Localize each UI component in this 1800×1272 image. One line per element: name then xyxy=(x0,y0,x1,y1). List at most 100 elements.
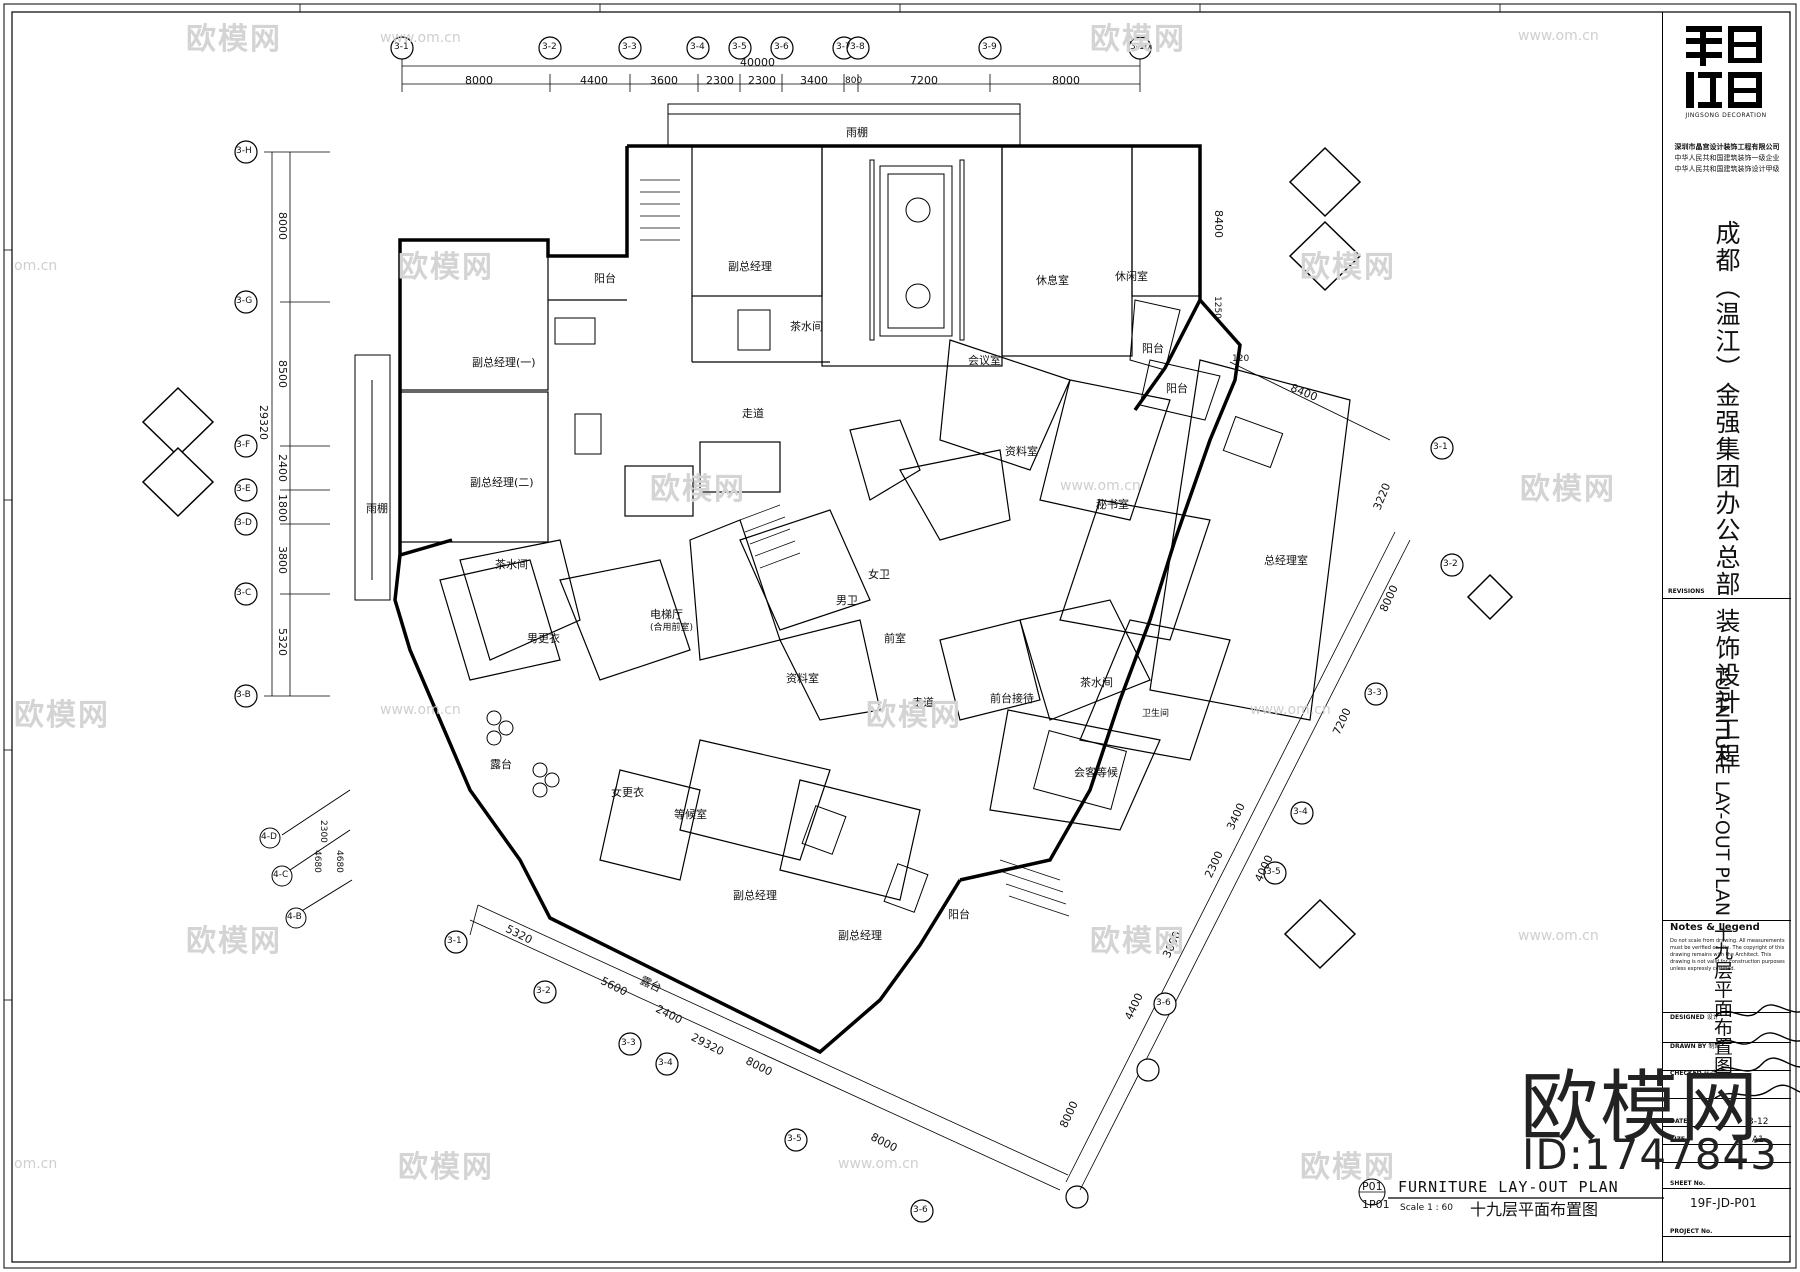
room-balcony-right-2: 阳台 xyxy=(1166,382,1188,395)
dim-left-total: 29320 xyxy=(257,405,270,440)
room-terrace-left: 露台 xyxy=(490,758,512,771)
grid-label-left-5: 3-D xyxy=(236,518,252,528)
room-balcony-bottom: 阳台 xyxy=(948,908,970,921)
lower-left-grid xyxy=(259,789,353,929)
grid-label-right-2: 3-2 xyxy=(1443,559,1458,569)
room-tea-right: 茶水间 xyxy=(1080,676,1113,689)
grid-label-top-3: 3-3 xyxy=(622,42,637,52)
sheet-number: 19F-JD-P01 xyxy=(1690,1196,1757,1210)
dim-top-5: 2300 xyxy=(748,74,776,87)
room-corridor-top: 走道 xyxy=(742,407,764,420)
watermark-url-3: om.cn xyxy=(14,258,58,274)
room-men-changing: 男更衣 xyxy=(527,632,560,645)
watermark-2: 欧模网 xyxy=(1090,22,1186,57)
room-vp-2: 副总经理(二) xyxy=(470,476,534,489)
company-line-1: 深圳市晶宫设计装饰工程有限公司 xyxy=(1674,143,1780,151)
grid-label-left-6: 3-C xyxy=(236,588,252,598)
stair-hatching xyxy=(640,179,1070,917)
room-vp-1: 副总经理(一) xyxy=(472,356,536,369)
drawing-title-cn: 十九层平面布置图 xyxy=(1711,922,1733,1075)
grid-label-top-4: 3-4 xyxy=(690,42,705,52)
dim-misc-2: 1250 xyxy=(1212,296,1222,319)
meeting-room-fixtures xyxy=(869,159,965,341)
overlay-watermark-brand: 欧模网 xyxy=(1520,1063,1761,1153)
grid-label-bottom-3: 3-3 xyxy=(621,1038,636,1048)
watermark-7: 欧模网 xyxy=(14,698,110,733)
plan-title-en: FURNITURE LAY-OUT PLAN xyxy=(1398,1178,1619,1196)
row-size: SIZE xyxy=(1670,1136,1686,1143)
dim-ll-1: 2300 xyxy=(318,820,328,843)
grid-label-bottom-6: 3-6 xyxy=(913,1205,928,1215)
room-tea-top: 茶水间 xyxy=(790,320,823,333)
row-project-no: PROJECT No. xyxy=(1670,1228,1713,1235)
dim-top-1: 8000 xyxy=(465,74,493,87)
section-markers xyxy=(141,146,1514,970)
grid-label-left-4: 3-E xyxy=(236,484,251,494)
watermark-6: 欧模网 xyxy=(1520,472,1616,507)
company-line-3: 中华人民共和国建筑装饰设计甲级 xyxy=(1674,165,1780,173)
watermark-8: 欧模网 xyxy=(866,698,962,733)
room-lounge: 休闲室 xyxy=(1115,270,1148,283)
row-date: DATE xyxy=(1670,1118,1688,1125)
room-canopy-top: 雨棚 xyxy=(846,126,868,139)
room-secretary: 秘书室 xyxy=(1096,498,1129,511)
grid-label-top-2: 3-2 xyxy=(542,42,557,52)
logo-subtitle: JINGSONG DECORATION xyxy=(1685,112,1767,119)
dim-misc-3: 120 xyxy=(1232,354,1250,364)
grid-label-top-5: 3-5 xyxy=(732,42,747,52)
room-guest-waiting: 会客等候 xyxy=(1074,766,1118,779)
dim-top-7: 800 xyxy=(845,76,863,86)
dim-misc-1: 8400 xyxy=(1212,210,1225,238)
grid-label-bottom-5: 3-5 xyxy=(787,1134,802,1144)
dim-ll-3: 4680 xyxy=(334,850,344,873)
room-vp-bottom-2: 副总经理 xyxy=(838,929,882,942)
grid-label-left-7: 3-B xyxy=(236,690,251,700)
company-line-2: 中华人民共和国建筑装饰一级企业 xyxy=(1674,154,1780,162)
row-drawn: DRAWN BY 制图 xyxy=(1670,1043,1721,1050)
watermark-url-1: www.om.cn xyxy=(380,30,461,46)
dim-top-8: 7200 xyxy=(910,74,938,87)
row-sheet-no: SHEET No. xyxy=(1670,1180,1706,1187)
watermark-13: 欧模网 xyxy=(1300,1150,1396,1185)
dim-left-4: 1800 xyxy=(276,494,289,522)
grid-label-ll-2: 4-C xyxy=(273,870,289,880)
dim-top-2: 4400 xyxy=(580,74,608,87)
planters xyxy=(486,710,560,798)
edge-ticks xyxy=(4,4,1501,1001)
right-balconies xyxy=(1129,299,1221,421)
left-grid-bubbles xyxy=(234,140,258,708)
dim-top-3: 3600 xyxy=(650,74,678,87)
dim-ll-2: 4680 xyxy=(312,850,322,873)
watermark-3: 欧模网 xyxy=(398,250,494,285)
dim-left-3: 2400 xyxy=(276,454,289,482)
plan-title-cn: 十九层平面布置图 xyxy=(1470,1200,1599,1219)
dim-top-total: 40000 xyxy=(740,56,775,69)
watermark-9: 欧模网 xyxy=(186,924,282,959)
grid-label-ll-3: 4-B xyxy=(287,912,302,922)
dim-top-9: 8000 xyxy=(1052,74,1080,87)
grid-label-right-3: 3-3 xyxy=(1367,688,1382,698)
room-balcony-right-1: 阳台 xyxy=(1142,342,1164,355)
grid-label-bottom-4: 3-4 xyxy=(658,1058,673,1068)
watermark-url-11: om.cn xyxy=(14,1156,58,1172)
dim-top-6: 3400 xyxy=(800,74,828,87)
grid-label-left-3: 3-F xyxy=(236,440,251,450)
row-checked: CHECKED 核对 xyxy=(1670,1070,1716,1077)
room-elevator-hall: 电梯厅 xyxy=(650,608,683,621)
room-balcony-top: 阳台 xyxy=(594,272,616,285)
room-reception: 前台接待 xyxy=(990,692,1034,705)
room-women-changing: 女更衣 xyxy=(611,786,644,799)
grid-label-bottom-2: 3-2 xyxy=(536,986,551,996)
grid-label-top-7: 3-7 xyxy=(836,42,851,52)
value-size: A1 xyxy=(1752,1135,1764,1145)
grid-label-left-2: 3-G xyxy=(236,296,253,306)
room-archive-2: 资料室 xyxy=(786,672,819,685)
dim-top-4: 2300 xyxy=(706,74,734,87)
project-name: 成都（温江）金强集团办公总部 装饰设计工程 xyxy=(1708,220,1744,770)
top-canopy xyxy=(667,103,1021,146)
grid-label-right-1: 3-1 xyxy=(1433,442,1448,452)
revisions-label: REVISIONS xyxy=(1668,588,1705,595)
title-block xyxy=(1662,12,1791,1262)
